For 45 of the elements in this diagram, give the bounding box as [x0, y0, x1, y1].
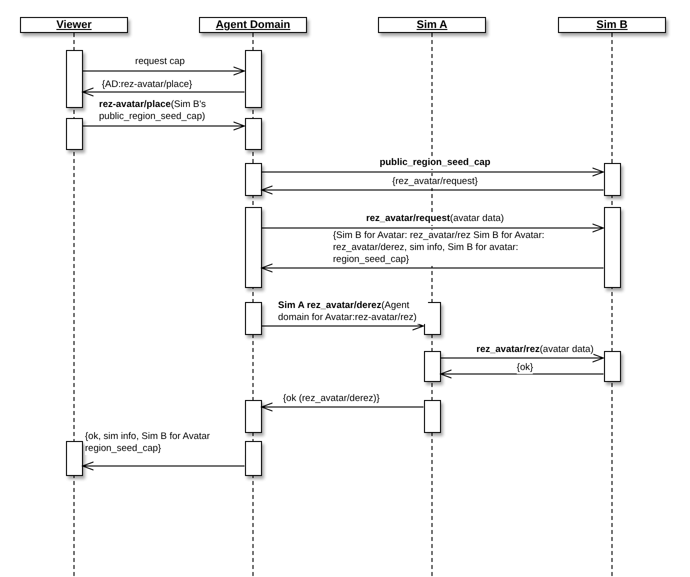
activation-bar: [244, 207, 262, 288]
participant-name: Sim A: [416, 19, 448, 31]
activation-bar: [244, 400, 262, 433]
message-label: {ok}: [516, 362, 534, 374]
message-arrow: [261, 402, 424, 412]
message-arrow: [440, 370, 604, 378]
activation-bar: [66, 118, 82, 150]
message-arrow: [82, 66, 245, 76]
message-arrow: [261, 186, 604, 194]
message-label: rez_avatar/request(avatar data): [366, 213, 504, 225]
participant-box: [199, 17, 307, 33]
message-arrow: [82, 88, 245, 96]
activation-bar: [424, 351, 440, 382]
message-arrow: [261, 168, 604, 176]
participant-name: Agent Domain: [216, 19, 290, 31]
message-label: {Sim B for Avatar: rez_avatar/rez Sim B for Avatar: rez_avatar/derez, sim info, Sim B for avatar: region_seed_cap}: [333, 230, 545, 266]
message-label: {rez_avatar/request}: [392, 176, 478, 188]
activation-bar: [424, 400, 440, 433]
participant-box: [378, 17, 486, 33]
message-label: public_region_seed_cap: [380, 157, 490, 169]
message-label: rez_avatar/rez(avatar data): [476, 344, 594, 356]
message-arrow: [261, 322, 424, 330]
activation-bar: [244, 163, 262, 196]
participant-name: Viewer: [56, 19, 92, 31]
activation-bar: [604, 163, 620, 196]
activation-bar: [66, 441, 82, 476]
message-label: request cap: [135, 56, 185, 68]
activation-bar: [244, 441, 262, 476]
participant-name: Sim B: [596, 19, 628, 31]
message-arrow: [82, 462, 245, 470]
participant-box: [20, 17, 128, 33]
participant-box: [558, 17, 666, 33]
message-arrow: [440, 354, 604, 362]
message-label: {ok (rez_avatar/derez)}: [283, 393, 380, 405]
activation-bar: [244, 118, 262, 150]
message-arrow: [261, 264, 604, 272]
message-arrow: [82, 122, 245, 130]
activation-bar: [604, 351, 620, 382]
message-label: {AD:rez-avatar/place}: [102, 79, 192, 91]
activation-bar: [244, 50, 262, 108]
message-arrow: [261, 224, 604, 232]
activation-bar: [66, 50, 82, 108]
activation-bar: [604, 207, 620, 288]
message-label: Sim A rez_avatar/derez(Agent domain for Avatar:rez-avatar/rez): [278, 300, 428, 324]
activation-bar: [244, 302, 262, 335]
